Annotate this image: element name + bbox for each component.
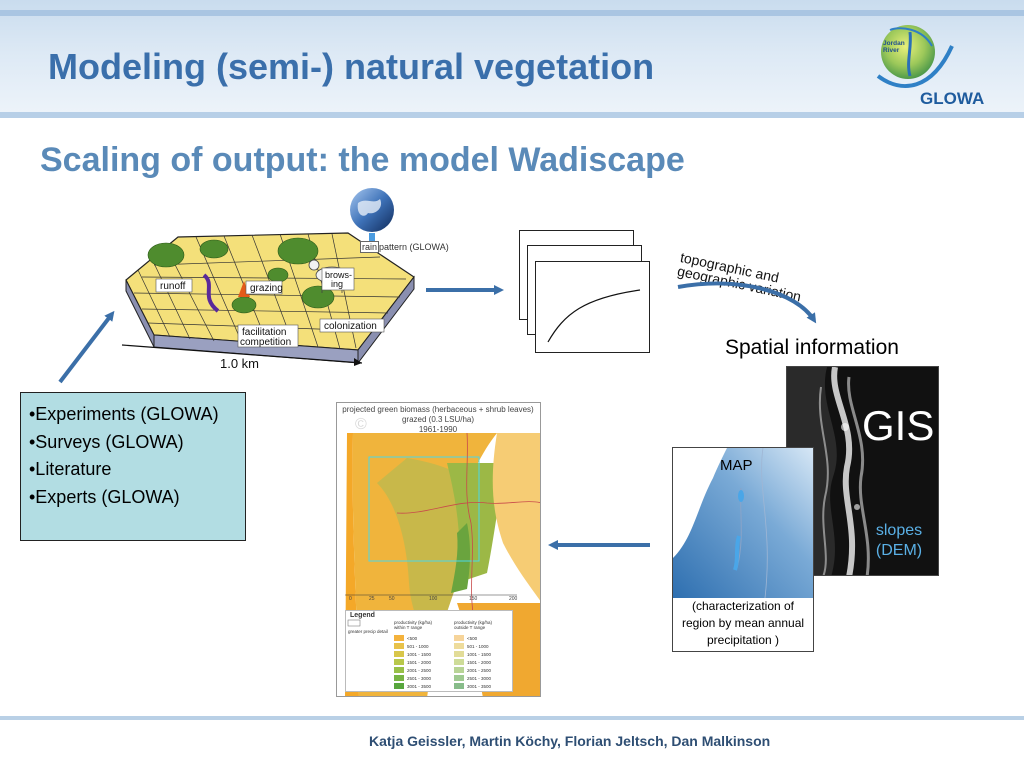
input-source-item: •Literature: [29, 459, 112, 479]
scale-tick-label: 200: [509, 596, 518, 602]
scale-label: 1.0 km: [220, 356, 260, 371]
spatial-information-label: Spatial information: [725, 336, 899, 359]
legend-swatch-within: [394, 683, 404, 689]
result-title-line2: grazed (0.3 LSU/ha): [401, 415, 475, 424]
input-sources-box: •Experiments (GLOWA) •Surveys (GLOWA) •L…: [20, 392, 246, 541]
input-source-item: •Experts (GLOWA): [29, 486, 180, 507]
legend-swatch-outside: [454, 667, 464, 673]
slopes-line2: (DEM): [875, 542, 923, 559]
legend-swatch-within: [394, 675, 404, 681]
legend-range-label: <500: [467, 636, 478, 641]
gis-label: GIS: [862, 402, 935, 449]
legend-precip-swatch: [347, 619, 361, 627]
legend-swatch-within: [394, 643, 404, 649]
slide-subtitle: Scaling of output: the model Wadiscape: [40, 141, 685, 179]
scale-tick-label: 25: [369, 596, 375, 602]
legend-range-label: 3001 - 3500: [467, 684, 492, 689]
scale-tick-label: 150: [469, 596, 478, 602]
svg-text:ing: ing: [331, 279, 343, 289]
input-source-item: •Experiments (GLOWA): [29, 404, 219, 424]
result-map-title: projected green biomass (herbaceous + sh…: [338, 405, 538, 435]
legend-range-label: 501 - 1000: [407, 644, 429, 649]
rain-pattern-suffix: pattern (GLOWA): [379, 242, 449, 252]
footer-line: [0, 716, 1024, 720]
input-source-item: •Surveys (GLOWA): [29, 431, 184, 452]
header-bottom-line: [0, 112, 1024, 118]
legend-range-label: 1001 - 1500: [407, 652, 432, 657]
output-pages: [515, 228, 660, 358]
copyright-mark: ©: [355, 416, 367, 433]
logo-caption-river: River: [883, 47, 900, 54]
legend-swatch-within: [394, 651, 404, 657]
legend-title: Legend: [350, 612, 375, 619]
slide-title: Modeling (semi-) natural vegetation: [48, 46, 655, 87]
legend-swatch-within: [394, 659, 404, 665]
saturation-curve: [547, 289, 641, 343]
legend-col2-header: productivity (kg/ha): [454, 620, 493, 625]
slopes-label: slopes (DEM): [862, 521, 936, 561]
legend-swatch-outside: [454, 635, 464, 641]
scale-tick-label: 0: [349, 596, 352, 602]
legend-swatch-outside: [454, 675, 464, 681]
header-band: [0, 0, 1024, 118]
legend-range-label: 1501 - 2000: [407, 660, 432, 665]
legend-swatch-within: [394, 635, 404, 641]
result-title-line1: projected green biomass (herbaceous + sh…: [342, 405, 534, 414]
legend-row-label: greater precip detail: [348, 629, 388, 634]
logo-caption-jordan: Jordan: [883, 40, 905, 47]
scale-tick-label: 50: [389, 596, 395, 602]
logo-text: GLOWA: [920, 89, 985, 108]
legend-range-label: 501 - 1000: [467, 644, 489, 649]
browsing-label: brows-: [325, 270, 352, 280]
glowa-logo-icon: Jordan River: [876, 25, 954, 89]
legend-range-label: 2001 - 2500: [407, 668, 432, 673]
scale-tick-label: 100: [429, 596, 438, 602]
legend-swatch-outside: [454, 659, 464, 665]
legend-range-label: <500: [407, 636, 418, 641]
legend-range-label: 2501 - 3000: [467, 676, 492, 681]
output-page-front: [535, 261, 650, 353]
result-map-scale-bar: 0 25 50 100 150 200: [349, 596, 518, 602]
slopes-line1: slopes: [875, 522, 923, 539]
runoff-label: runoff: [160, 281, 186, 292]
topographic-variation-label: topographic and geographic variation: [676, 249, 805, 305]
competition-label: competition: [240, 337, 291, 348]
header-top-line: [0, 10, 1024, 16]
legend-col1-header: productivity (kg/ha): [394, 620, 433, 625]
rain-label: rain: [360, 241, 380, 253]
facilitation-label: facilitation: [242, 327, 286, 338]
legend-swatch-within: [394, 667, 404, 673]
legend-range-label: 2001 - 2500: [467, 668, 492, 673]
result-title-line3: 1961-1990: [418, 425, 458, 434]
legend-col1-header-line2: within T range: [394, 625, 423, 630]
legend-swatch-outside: [454, 643, 464, 649]
scale-line: [121, 344, 363, 364]
map-caption: (characterization of region by mean annu…: [681, 599, 805, 647]
precipitation-map-panel: [672, 447, 814, 652]
colonization-label: colonization: [324, 321, 377, 332]
legend-range-label: 3001 - 3500: [407, 684, 432, 689]
wadiscape-model-figure: runoff grazing brows- ing colonization f…: [121, 188, 415, 366]
footer-credit: Katja Geissler, Martin Köchy, Florian Je…: [369, 733, 771, 749]
grazing-label: grazing: [250, 283, 283, 294]
input-to-model-arrow: [58, 310, 115, 384]
legend-swatch-outside: [454, 651, 464, 657]
legend-col2-header-line2: outside T range: [454, 625, 486, 630]
legend-range-label: 2501 - 3000: [407, 676, 432, 681]
legend-range-label: 1001 - 1500: [467, 652, 492, 657]
legend-range-label: 1501 - 2000: [467, 660, 492, 665]
map-label: MAP: [720, 457, 753, 474]
legend-swatch-outside: [454, 683, 464, 689]
